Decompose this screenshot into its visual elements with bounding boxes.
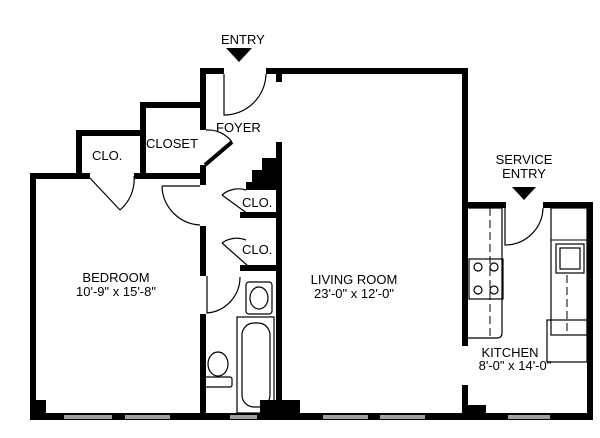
kitchen-fixtures [468,207,588,363]
bath-door [206,276,241,314]
service-entry-label-2: ENTRY [502,166,546,181]
living-room-label: LIVING ROOM [311,272,398,287]
closet-label: CLOSET [146,136,198,151]
closet-door [203,140,234,167]
clo-label-3: CLO. [242,242,272,257]
refrigerator [546,319,588,363]
bedroom-label: BEDROOM [82,270,149,285]
bedroom-door [161,185,201,226]
entry-door [223,73,267,116]
clo-door-3 [221,237,249,267]
foyer-label: FOYER [216,120,261,135]
kitchen-label: KITCHEN [481,345,538,360]
toilet [207,351,229,377]
clo-label-2: CLO. [242,195,272,210]
clo-door-2 [221,188,249,215]
doors [87,73,544,314]
kitchen-sink [555,243,585,274]
entry-label: ENTRY [221,32,265,47]
service-entry-label-1: SERVICE [496,152,553,167]
sink [245,281,273,315]
kitchen-dims: 8'-0" x 14'-0" [479,358,552,373]
stove [468,258,504,300]
clo-label-1: CLO. [92,148,122,163]
clo-door [87,175,135,211]
living-room-dims: 23'-0" x 12'-0" [314,286,394,301]
bedroom-dims: 10'-9" x 15'-8" [76,284,156,299]
bathtub [236,316,275,414]
bathroom-fixtures [204,281,275,414]
windows [64,415,550,419]
walls [30,68,593,420]
service-door [504,207,544,246]
service-entry-arrow-icon [512,187,536,200]
entry-arrow-icon [226,48,252,62]
